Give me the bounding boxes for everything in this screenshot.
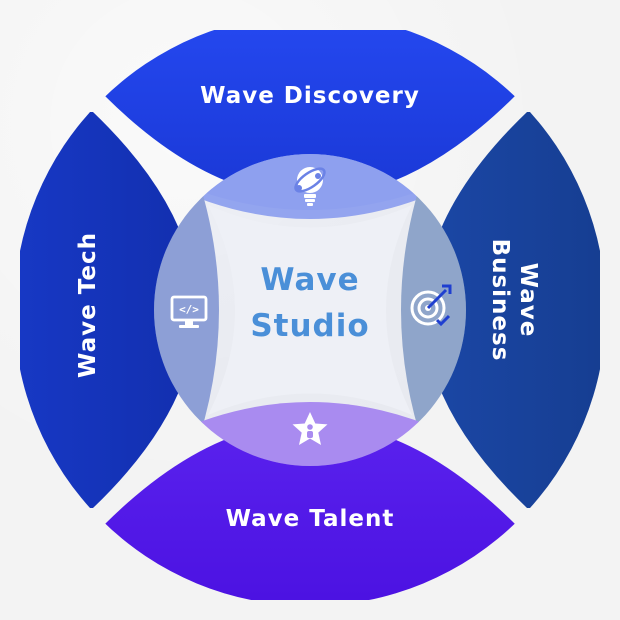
svg-text:</>: </> (179, 303, 199, 316)
center-area (208, 205, 412, 415)
lightbulb-orbit-icon (294, 167, 326, 206)
target-arrow-icon (410, 284, 452, 327)
segment-right-label: Wave Business (487, 239, 541, 362)
center-title-line1: Wave (260, 262, 359, 298)
segment-left-wave-tech[interactable] (20, 112, 197, 508)
star-person-icon (292, 412, 328, 445)
segment-right-label-line1: Wave (515, 263, 541, 338)
code-monitor-icon: </> (170, 295, 208, 328)
outer-ring (20, 30, 600, 600)
center-title-line2: Studio (250, 308, 369, 344)
segment-top-wave-discovery[interactable] (105, 30, 515, 198)
segment-left-label: Wave Tech (75, 232, 101, 378)
segment-top-label: Wave Discovery (200, 83, 420, 109)
segment-bottom-wave-talent[interactable] (105, 422, 515, 600)
segment-right-wave-business[interactable] (423, 112, 601, 508)
segment-right-label-line2: Business (487, 239, 513, 362)
segment-bottom-label: Wave Talent (226, 506, 395, 532)
